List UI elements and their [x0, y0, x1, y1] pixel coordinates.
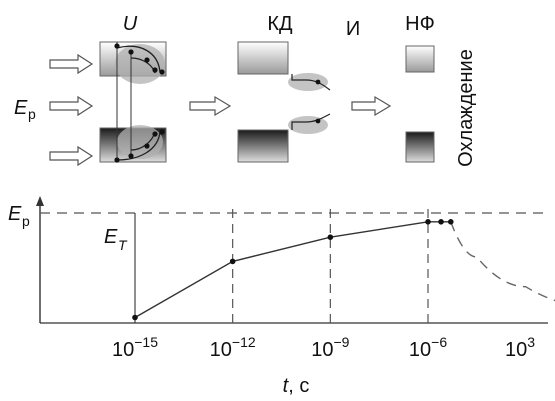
x-tick-label: 10−6 — [409, 334, 447, 361]
stage-kd-label: КД — [267, 13, 293, 35]
u-dots — [114, 43, 165, 163]
energy-input-label: E р — [14, 97, 36, 122]
series-point — [132, 314, 138, 321]
stage-u-label: U — [123, 13, 138, 35]
stage-nf-label: НФ — [405, 13, 435, 35]
kd-bottom-electrode — [237, 129, 289, 163]
kd-dot — [315, 79, 321, 85]
u-dot — [159, 129, 165, 135]
energy-time-chart: E р E T 10−15 10−12 10−9 10−6 103 t, c — [8, 196, 555, 397]
u-dot — [128, 153, 134, 159]
series-point — [229, 258, 236, 265]
u-dot — [152, 131, 158, 137]
arrow-kd-to-nf — [351, 95, 392, 117]
ep-level-subscript: р — [22, 213, 30, 229]
ep-level-symbol: E — [8, 203, 22, 225]
u-dot — [114, 157, 120, 163]
u-track-top — [116, 45, 161, 73]
nf-top-electrode — [405, 45, 435, 73]
u-dot — [144, 57, 150, 63]
kd-top-blob — [288, 73, 328, 91]
et-symbol: E — [104, 226, 118, 248]
stage-u-block — [99, 41, 167, 163]
ep-level-label: E р — [8, 203, 30, 229]
u-dot — [144, 143, 150, 149]
y-axis-arrow — [36, 196, 44, 206]
stage-i-label: И — [346, 18, 360, 40]
stage-nf-block — [405, 45, 435, 163]
series-point — [447, 219, 454, 225]
kd-top-electrode — [237, 41, 289, 75]
input-arrows — [49, 53, 94, 167]
input-arrow-middle — [49, 95, 94, 117]
input-arrow-bottom — [49, 145, 94, 167]
nf-bottom-electrode — [405, 131, 435, 163]
u-top-blob — [115, 44, 165, 84]
series-point — [327, 234, 334, 240]
u-dot — [159, 69, 165, 75]
u-dot — [128, 49, 134, 55]
series-points — [132, 219, 454, 321]
x-tick-label: 10−15 — [112, 334, 158, 361]
arrow-u-to-kd — [189, 95, 232, 117]
stage-kd-block — [237, 41, 331, 163]
energy-subscript: р — [28, 106, 36, 122]
x-tick-labels: 10−15 10−12 10−9 10−6 103 — [112, 334, 535, 361]
energy-series-line — [134, 221, 451, 319]
u-dot — [114, 43, 120, 49]
decay-series-line — [450, 221, 555, 302]
et-threshold-label: E T — [104, 226, 128, 253]
x-tick-label: 10−9 — [311, 334, 349, 361]
et-subscript: T — [118, 237, 128, 253]
u-bottom-blob — [117, 125, 163, 159]
u-dot — [152, 67, 158, 73]
series-point — [438, 219, 444, 225]
input-arrow-top — [49, 53, 94, 75]
x-axis-label: t, c — [283, 375, 310, 397]
series-point — [425, 219, 431, 225]
vertical-markers — [134, 209, 429, 323]
x-tick-label: 103 — [505, 334, 535, 361]
cooling-label: Охлаждение — [455, 49, 477, 167]
kd-dot — [315, 118, 321, 124]
energy-symbol: E — [14, 97, 28, 119]
x-tick-label: 10−12 — [210, 334, 256, 361]
u-track-bottom — [116, 131, 161, 161]
series-lines — [134, 221, 555, 319]
